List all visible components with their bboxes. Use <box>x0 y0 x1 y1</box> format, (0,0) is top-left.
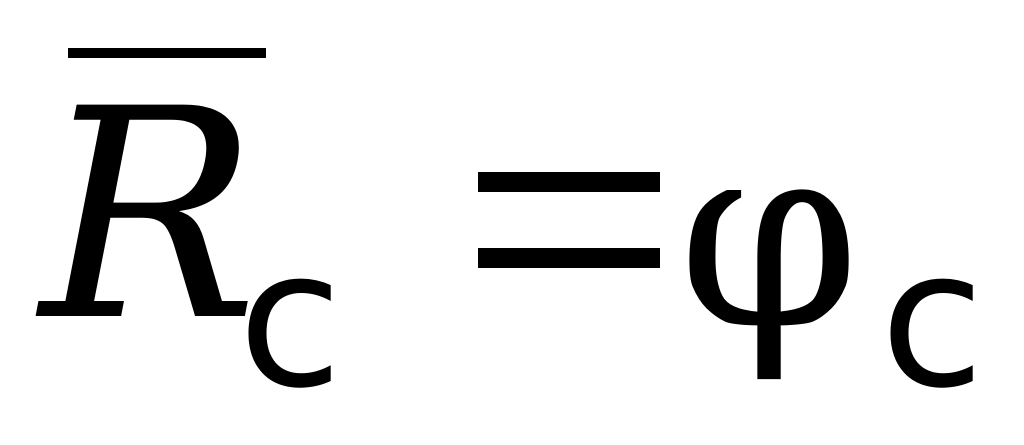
rhs-symbol: φ <box>678 85 861 387</box>
equals-bottom-bar <box>478 248 660 268</box>
rhs-subscript: c <box>880 209 985 430</box>
lhs-subscript: c <box>238 209 343 430</box>
equals-top-bar <box>478 172 660 192</box>
lhs-symbol: R <box>40 48 259 385</box>
overbar <box>68 48 266 58</box>
